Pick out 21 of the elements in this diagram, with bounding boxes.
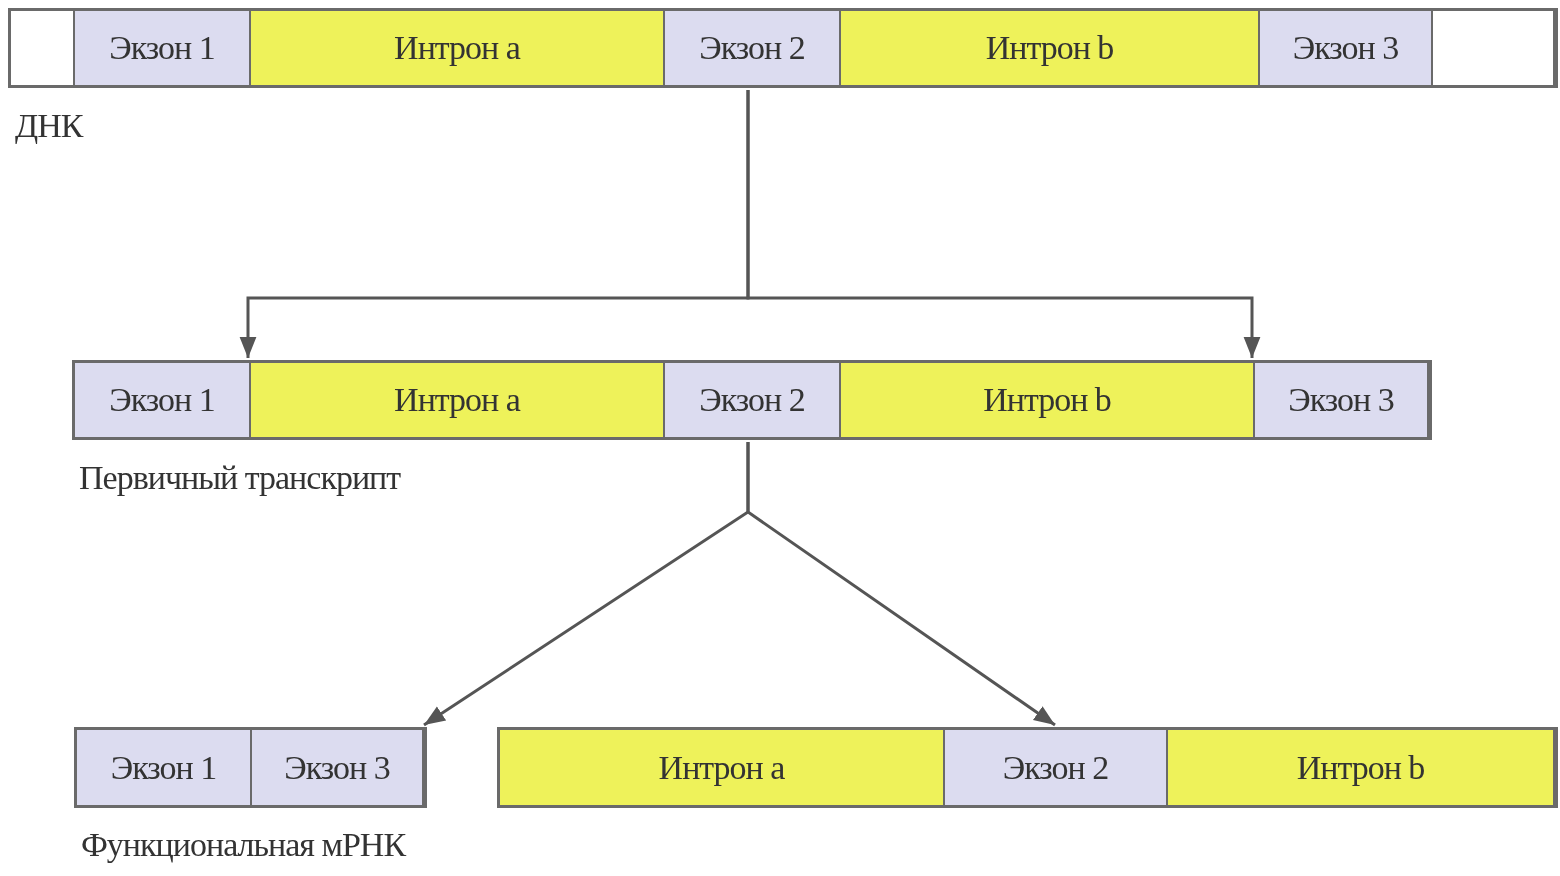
intron-segment: Интрон a — [500, 730, 945, 805]
arrow — [746, 90, 1261, 358]
strand-label: Первичный транскрипт — [79, 459, 401, 497]
exon-segment: Экзон 2 — [945, 730, 1168, 805]
excised-fragment-bar — [497, 727, 1558, 808]
exon-segment: Экзон 1 — [75, 11, 251, 85]
intron-segment: Интрон a — [251, 11, 665, 85]
exon-segment: Экзон 3 — [1260, 11, 1433, 85]
exon-segment: Экзон 2 — [665, 11, 841, 85]
exon-segment: Экзон 3 — [1255, 363, 1429, 437]
intron-segment: Интрон a — [251, 363, 665, 437]
exon-segment: Экзон 3 — [252, 730, 424, 805]
arrow — [746, 442, 1056, 727]
intron-segment: Интрон b — [841, 11, 1260, 85]
intron-segment: Интрон b — [1168, 730, 1555, 805]
exon-segment: Экзон 1 — [77, 730, 252, 805]
strand-label: ДНК — [15, 107, 83, 145]
strand-label: Функциональная мРНК — [81, 826, 406, 864]
exon-segment: Экзон 2 — [665, 363, 841, 437]
exon-segment: Экзон 1 — [75, 363, 251, 437]
intron-segment: Интрон b — [841, 363, 1255, 437]
